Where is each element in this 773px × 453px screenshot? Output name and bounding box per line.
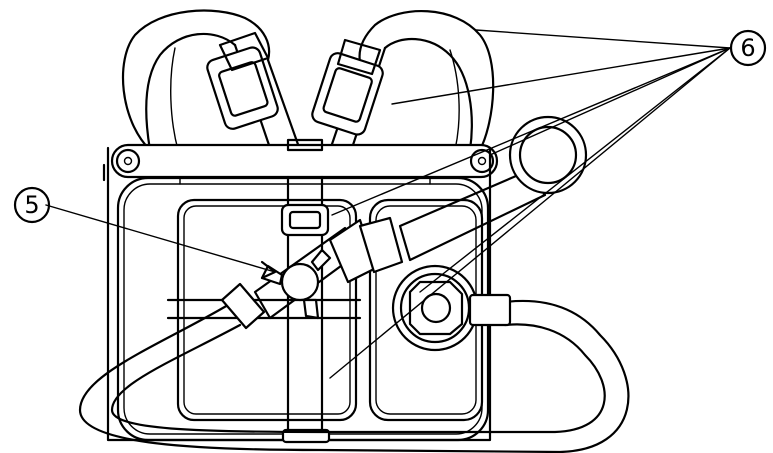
callout-6-label: 6 — [740, 34, 755, 62]
pressure-regulator — [391, 264, 512, 352]
lower-hose-loop — [78, 299, 630, 453]
callout-6-leaders — [329, 29, 731, 379]
callout-5-leaders — [45, 204, 277, 280]
left-cylinder-outline — [166, 198, 362, 422]
breathing-hose — [220, 168, 547, 330]
round-connector — [508, 115, 588, 195]
left-strap-buckle — [206, 31, 279, 130]
callout-5: 5 — [13, 186, 51, 224]
callout-5-label: 5 — [24, 191, 39, 219]
valve-assembly — [260, 248, 332, 320]
callout-6: 6 — [729, 29, 767, 67]
right-strap-buckle — [311, 38, 384, 136]
